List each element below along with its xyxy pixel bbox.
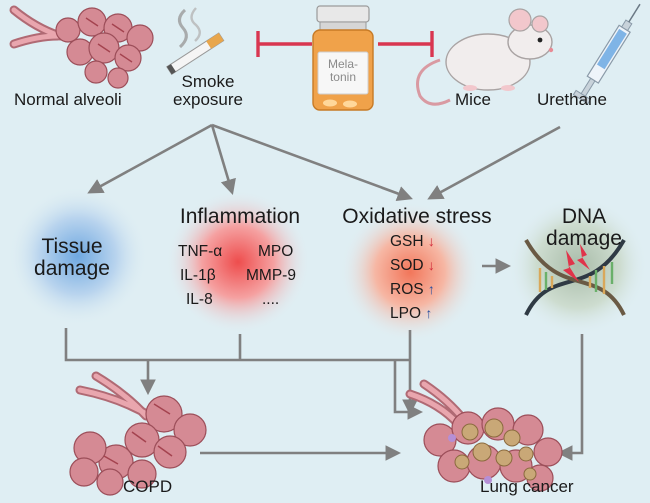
tissue-damage-label: Tissue damage	[34, 235, 110, 281]
dna-damage-label: DNA damage	[546, 205, 622, 251]
oxidative-marker-sod: SOD ↓	[390, 257, 435, 274]
dna-helix-icon	[524, 239, 626, 316]
tumor-lung-icon	[405, 379, 563, 492]
inflammation-marker: MMP-9	[246, 267, 296, 284]
oxidative-stress-node	[340, 202, 480, 342]
connectors	[64, 123, 584, 461]
inflammation-marker: MPO	[258, 243, 294, 260]
down-arrow-icon: ↓	[427, 233, 435, 249]
copd-label: COPD	[123, 477, 173, 496]
cigarette-icon	[166, 7, 225, 76]
oxidative-marker-gsh: GSH ↓	[390, 233, 435, 250]
tissue-damage-node	[8, 186, 148, 326]
mouse-icon	[416, 8, 554, 106]
arrow-smoke-to-tissue	[87, 123, 213, 194]
up-arrow-icon: ↑	[425, 305, 433, 321]
bus-line	[64, 328, 410, 362]
oxidative-marker-ros: ROS ↑	[390, 281, 435, 298]
lung-alveoli-icon	[9, 5, 154, 89]
inflammation-marker: IL-8	[186, 291, 213, 308]
pill-bottle-icon	[312, 5, 374, 111]
inflammation-marker: IL-1β	[180, 267, 216, 284]
arrow-bus-to-cancer	[393, 360, 424, 420]
mice-label: Mice	[455, 90, 491, 109]
lung-cancer-label: Lung cancer	[480, 477, 574, 496]
inflammation-marker: ....	[262, 291, 280, 308]
inflammation-marker: TNF-α	[178, 243, 223, 260]
urethane-label: Urethane	[537, 90, 607, 109]
syringe-icon	[572, 3, 641, 105]
melatonin-inhibition	[256, 31, 434, 57]
up-arrow-icon: ↑	[427, 281, 435, 297]
melatonin-label: Mela- tonin	[327, 57, 359, 84]
arrow-dna-to-cancer	[556, 334, 584, 461]
copd-lung-icon	[69, 371, 207, 496]
inflammation-label: Inflammation	[179, 205, 301, 228]
down-arrow-icon: ↓	[427, 257, 435, 273]
oxidative-stress-label: Oxidative stress	[342, 205, 492, 228]
arrow-smoke-to-oxidative	[211, 123, 413, 202]
oxidative-marker-lpo: LPO ↑	[390, 305, 433, 322]
arrow-urethane-to-oxidative	[427, 125, 561, 200]
arrow-smoke-to-inflammation	[210, 124, 236, 195]
smoke-exposure-label: Smoke exposure	[173, 72, 243, 109]
inflammation-node	[166, 190, 310, 334]
normal-alveoli-label: Normal alveoli	[14, 90, 122, 109]
